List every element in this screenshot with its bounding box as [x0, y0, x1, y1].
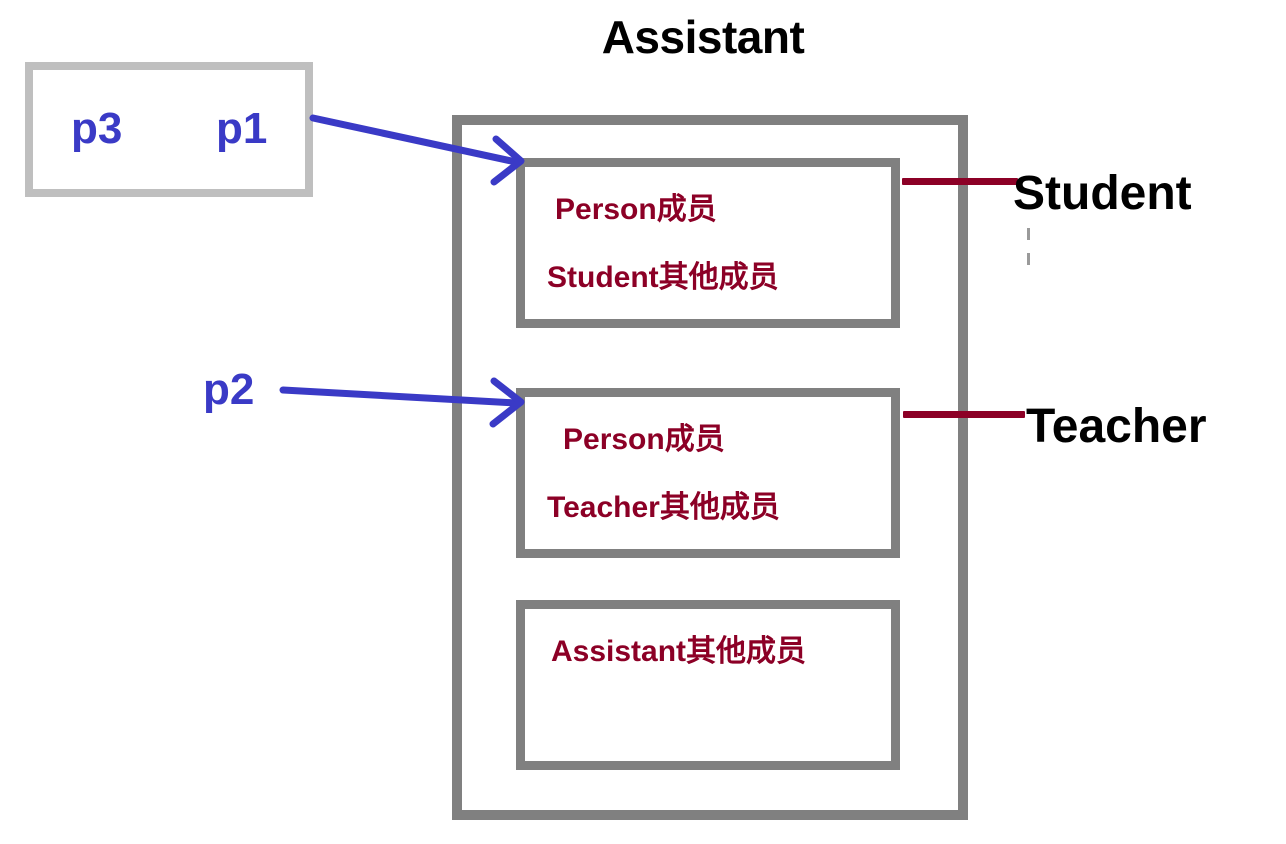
tick-mark-icon: [1027, 228, 1030, 240]
leader-line-teacher: [903, 411, 1025, 418]
pointer-label-p2: p2: [203, 365, 255, 414]
tick-mark-icon: [1027, 253, 1030, 265]
member-box-assistant: Assistant其他成员: [516, 600, 900, 770]
pointer-label-p1: p1: [216, 104, 268, 153]
member-line-person-members: Person成员: [555, 193, 717, 226]
member-line-teacher-members: Teacher其他成员: [547, 491, 780, 524]
pointer-variable-box: p3 p1: [25, 62, 313, 197]
class-label-student: Student: [1013, 167, 1192, 220]
member-box-student: Person成员 Student其他成员: [516, 158, 900, 328]
member-line-person-members: Person成员: [563, 423, 725, 456]
pointer-label-p3: p3: [71, 104, 123, 153]
class-label-teacher: Teacher: [1026, 400, 1207, 453]
member-line-assistant-members: Assistant其他成员: [551, 635, 807, 668]
page-title: Assistant: [601, 11, 805, 63]
leader-line-student: [902, 178, 1018, 185]
member-line-student-members: Student其他成员: [547, 261, 779, 294]
member-box-teacher: Person成员 Teacher其他成员: [516, 388, 900, 558]
